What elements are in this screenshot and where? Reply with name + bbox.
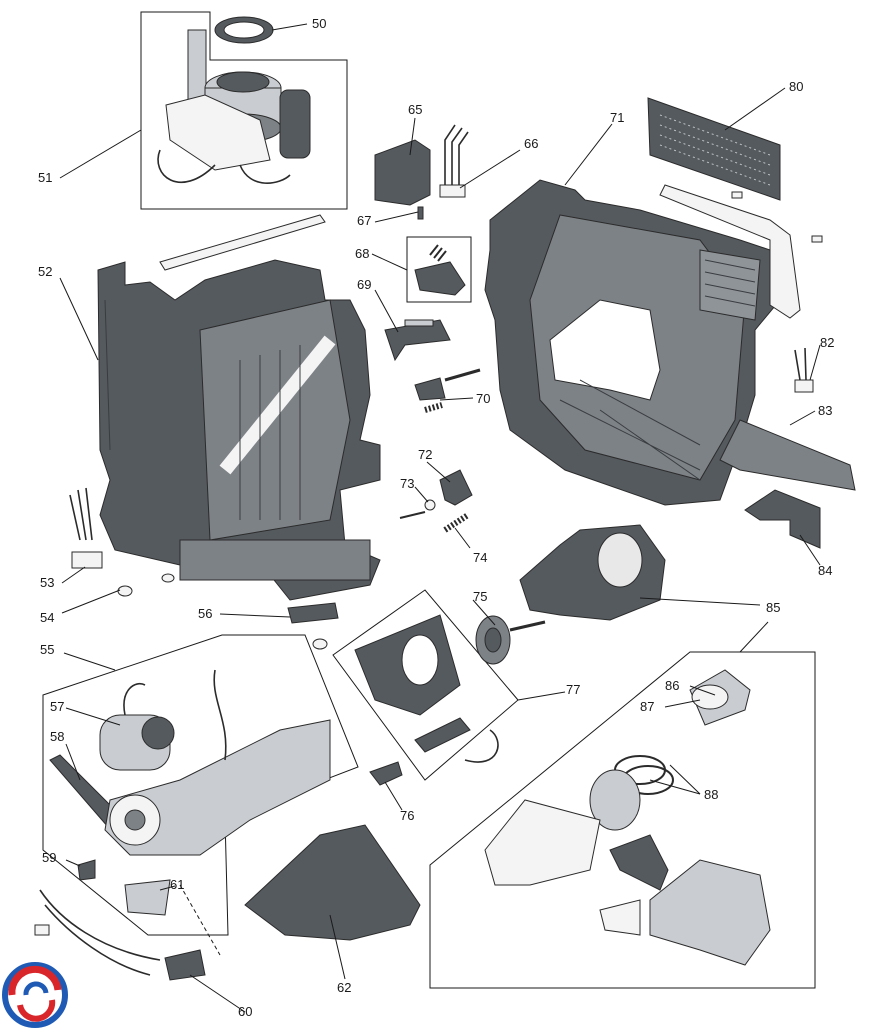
part-66-connector: [439, 124, 469, 198]
part-72-latch: [439, 469, 473, 506]
label-part-74: 74: [473, 550, 487, 565]
part-nut-c: [312, 638, 328, 650]
label-part-55: 55: [40, 642, 54, 657]
label-part-53: 53: [40, 575, 54, 590]
part-85-brew-unit: [519, 524, 666, 621]
part-84-bracket: [744, 489, 821, 549]
label-part-52: 52: [38, 264, 52, 279]
label-part-67: 67: [357, 213, 371, 228]
part-brew-frame: [599, 859, 771, 966]
part-73-screw: [399, 499, 436, 519]
label-part-82: 82: [820, 335, 834, 350]
part-51-grinder-assembly: [157, 29, 311, 184]
label-part-73: 73: [400, 476, 414, 491]
label-part-57: 57: [50, 699, 64, 714]
part-70-spring-set: [414, 368, 481, 413]
label-part-88: 88: [704, 787, 718, 802]
label-part-60: 60: [238, 1004, 252, 1019]
label-part-51: 51: [38, 170, 52, 185]
label-part-75: 75: [473, 589, 487, 604]
part-56-tray: [287, 602, 339, 624]
part-50-gasket: [214, 16, 274, 44]
label-part-72: 72: [418, 447, 432, 462]
label-part-65: 65: [408, 102, 422, 117]
label-part-83: 83: [818, 403, 832, 418]
part-82-sensor: [794, 347, 814, 393]
group-box-85: [429, 651, 816, 989]
label-part-77: 77: [566, 682, 580, 697]
part-80-circuit-board: [647, 97, 781, 201]
dashed-connector: [179, 884, 221, 956]
part-68-lever-spring: [414, 244, 466, 296]
part-52-left-frame: [97, 259, 381, 601]
label-part-86: 86: [665, 678, 679, 693]
part-74-spring: [443, 512, 470, 533]
part-61-board: [124, 879, 171, 916]
part-62-drip-tray: [244, 824, 421, 941]
label-part-54: 54: [40, 610, 54, 625]
part-65-valve-body: [374, 139, 431, 206]
part-53-wire-connector: [69, 487, 103, 569]
logo-icon: [2, 962, 68, 1028]
part-87-filter: [691, 684, 729, 710]
label-part-85: 85: [766, 600, 780, 615]
part-55-gear-housing: [104, 669, 331, 856]
part-54-nut: [117, 585, 133, 597]
part-strip: [159, 214, 326, 271]
label-part-69: 69: [357, 277, 371, 292]
label-part-59: 59: [42, 850, 56, 865]
label-part-56: 56: [198, 606, 212, 621]
group-box-51: [140, 11, 348, 210]
part-57-motor: [99, 683, 175, 771]
label-part-76: 76: [400, 808, 414, 823]
label-part-71: 71: [610, 110, 624, 125]
leader-lines: [59, 23, 821, 1013]
part-59-sensor: [77, 859, 96, 881]
label-part-58: 58: [50, 729, 64, 744]
label-part-50: 50: [312, 16, 326, 31]
part-brew-cylinder: [484, 799, 601, 886]
label-part-68: 68: [355, 246, 369, 261]
label-part-61: 61: [170, 877, 184, 892]
label-part-87: 87: [640, 699, 654, 714]
part-brew-lever: [609, 834, 669, 891]
part-83-base-plate: [719, 419, 856, 491]
part-77-dispenser: [354, 614, 499, 763]
part-88-o-rings: [589, 755, 674, 831]
label-part-66: 66: [524, 136, 538, 151]
label-part-62: 62: [337, 980, 351, 995]
part-71-right-frame: [484, 179, 823, 506]
label-part-70: 70: [476, 391, 490, 406]
part-75-gear: [475, 615, 546, 665]
part-54-nut-b: [161, 573, 175, 583]
part-67-pin: [417, 206, 424, 220]
label-part-84: 84: [818, 563, 832, 578]
part-69-lever: [384, 319, 451, 362]
part-60-wiring-harness: [34, 889, 206, 981]
label-part-80: 80: [789, 79, 803, 94]
part-76-clip: [369, 761, 403, 786]
